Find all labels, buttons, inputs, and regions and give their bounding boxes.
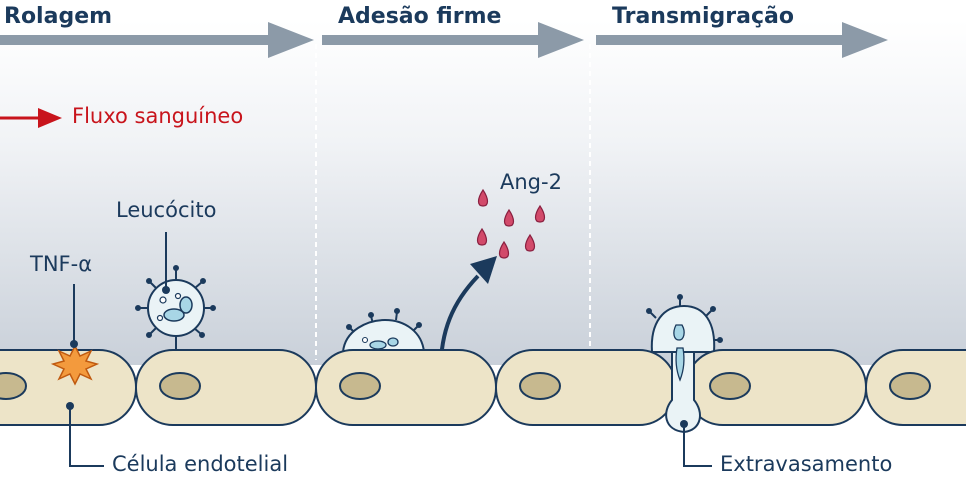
endothelium bbox=[0, 349, 966, 426]
flow-label: Fluxo sanguíneo bbox=[72, 104, 244, 128]
ang2-label: Ang-2 bbox=[500, 170, 562, 194]
leukocyte-rolling bbox=[135, 265, 216, 350]
phase-label-transmigracao: Transmigração bbox=[612, 4, 794, 29]
phase-arrow-transmigracao bbox=[596, 22, 888, 58]
phase-label-rolagem: Rolagem bbox=[4, 4, 113, 29]
phase-label-adesao: Adesão firme bbox=[338, 4, 502, 29]
nucleus bbox=[159, 372, 201, 400]
nucleus bbox=[339, 372, 381, 400]
callout-lines bbox=[69, 232, 712, 467]
nucleus bbox=[0, 372, 27, 400]
tnf-alpha-star bbox=[50, 344, 100, 386]
phase-arrow-adesao bbox=[322, 22, 584, 58]
leukocyte-label: Leucócito bbox=[116, 198, 217, 222]
nucleus bbox=[709, 372, 751, 400]
phase-arrow-rolagem bbox=[0, 22, 314, 58]
blood-flow-arrow bbox=[0, 108, 62, 128]
leukocyte-transmigrating-gap bbox=[665, 347, 701, 434]
callout-dots bbox=[66, 286, 688, 428]
extravasation-label: Extravasamento bbox=[720, 452, 893, 476]
nucleus bbox=[889, 372, 931, 400]
leukocyte-transmigrating-top bbox=[646, 294, 723, 353]
endothelial-cell-label: Célula endotelial bbox=[112, 452, 289, 476]
leukocyte-adhered bbox=[341, 308, 426, 353]
nucleus bbox=[519, 372, 561, 400]
ang2-droplets bbox=[476, 188, 546, 259]
tnf-label: TNF-α bbox=[30, 252, 93, 276]
